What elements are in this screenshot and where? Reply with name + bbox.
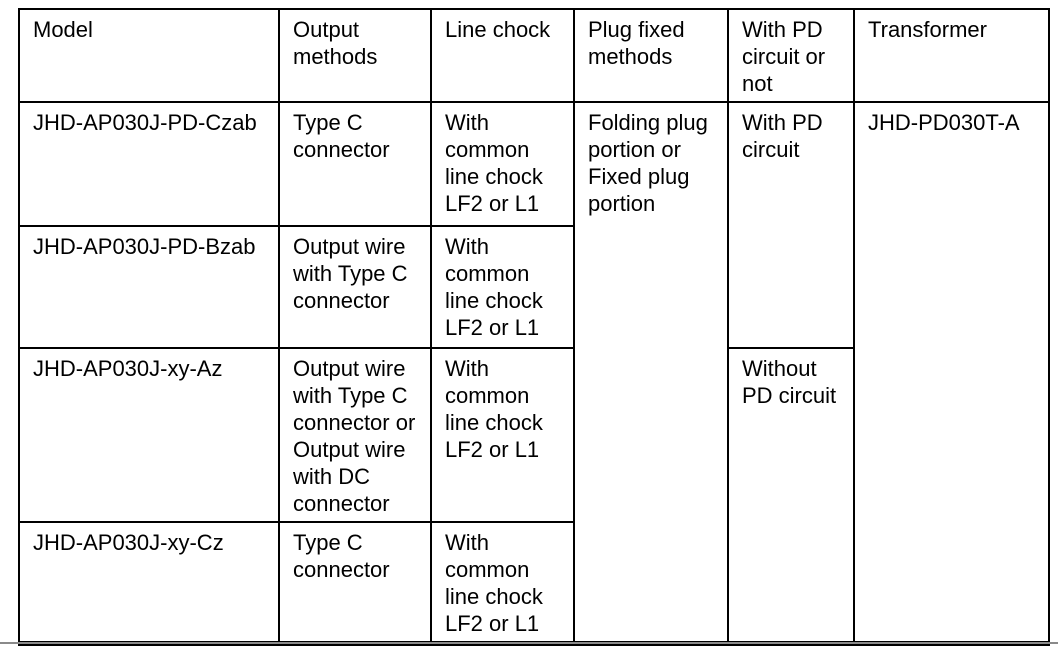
cell-line-chock-row1: With common line chock LF2 or L1 <box>430 101 575 227</box>
cell-with-pd-circuit-merged: With PD circuit <box>727 101 855 349</box>
header-cell-transformer: Transformer <box>853 8 1050 103</box>
table-row: JHD-AP030J-xy-Az Output wire with Type C… <box>18 347 1049 645</box>
cell-model-row4: JHD-AP030J-xy-Cz <box>18 521 280 645</box>
cell-model-row1: JHD-AP030J-PD-Czab <box>18 101 280 227</box>
cell-model-row2: JHD-AP030J-PD-Bzab <box>18 225 280 349</box>
model-spec-table: Model Output methods Line chock Plug fix… <box>18 8 1050 646</box>
cell-model-row3: JHD-AP030J-xy-Az <box>18 347 280 523</box>
table-row: JHD-AP030J-xy-Cz Type C connector With c… <box>18 521 1049 645</box>
table-row: JHD-AP030J-PD-Bzab Output wire with Type… <box>18 225 1049 349</box>
cell-output-method-row3: Output wire with Type C connector or Out… <box>278 347 432 523</box>
page-bottom-divider <box>0 642 1058 644</box>
header-cell-model: Model <box>18 8 280 103</box>
cell-transformer-model-merged: JHD-PD030T-A <box>853 101 1050 645</box>
cell-output-method-row2: Output wire with Type C connector <box>278 225 432 349</box>
cell-line-chock-row2: With common line chock LF2 or L1 <box>430 225 575 349</box>
cell-plug-fixed-method-merged: Folding plug portion or Fixed plug porti… <box>573 101 729 645</box>
cell-line-chock-row3: With common line chock LF2 or L1 <box>430 347 575 523</box>
header-cell-line-chock: Line chock <box>430 8 575 103</box>
cell-output-method-row4: Type C connector <box>278 521 432 645</box>
header-cell-pd-circuit-or-not: With PD circuit or not <box>727 8 855 103</box>
cell-without-pd-circuit-merged: Without PD circuit <box>727 347 855 645</box>
table-header-row: Model Output methods Line chock Plug fix… <box>18 8 1050 103</box>
cell-line-chock-row4: With common line chock LF2 or L1 <box>430 521 575 645</box>
header-cell-output-methods: Output methods <box>278 8 432 103</box>
table-row: JHD-AP030J-PD-Czab Type C connector With… <box>18 101 1050 645</box>
cell-output-method-row1: Type C connector <box>278 101 432 227</box>
header-cell-plug-fixed-methods: Plug fixed methods <box>573 8 729 103</box>
